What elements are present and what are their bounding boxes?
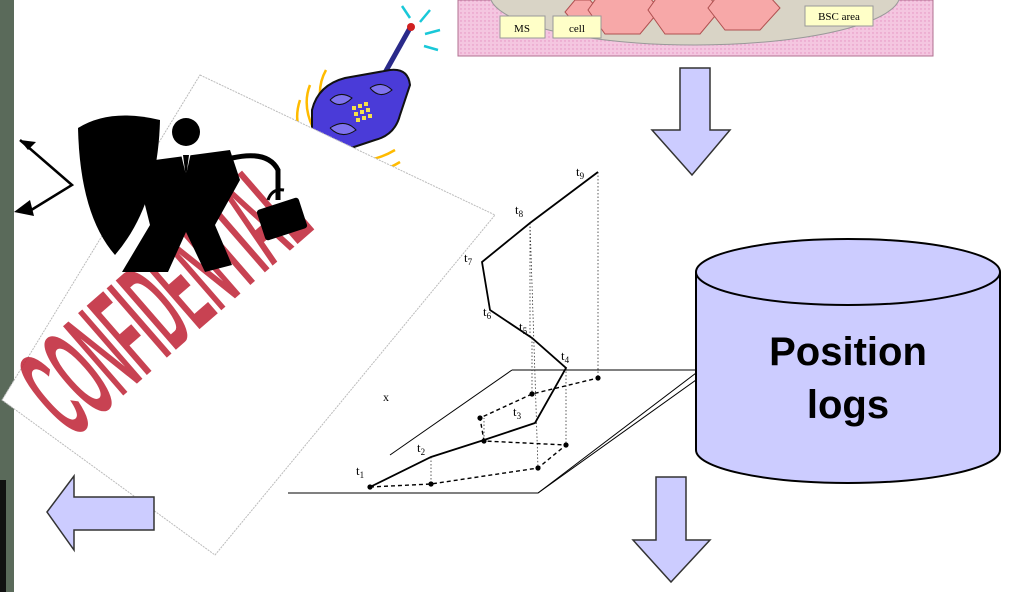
spacetime-path (369, 171, 599, 488)
cell-hexagons (564, 0, 781, 35)
cell-label-box: cell (552, 15, 602, 39)
projection-lines (430, 172, 599, 484)
arrow-glyphs (19, 139, 75, 214)
projected-path (369, 377, 599, 488)
down-arrow-icon (650, 67, 732, 177)
left-edge-strip (0, 0, 14, 592)
left-arrow-icon (46, 473, 155, 553)
ms-label: MS (514, 23, 530, 35)
plane-edge (537, 369, 701, 494)
businessman-icon (14, 115, 308, 272)
database-cylinder-icon: Position logs (695, 238, 1001, 484)
time-label-t9: t9 (576, 164, 585, 181)
shield-icon (78, 115, 160, 255)
bsc-area-label-box: BSC area (804, 5, 874, 27)
plane-edge-left (389, 369, 513, 456)
database-title-line2: logs (807, 383, 889, 427)
cell-label: cell (569, 23, 585, 35)
map-panel: MS cell BSC area (457, 0, 934, 57)
time-label-t1: t1 (356, 463, 364, 480)
ms-label-box: MS (499, 15, 546, 39)
database-title-line1: Position (769, 330, 927, 374)
axis-label-x: x (383, 390, 389, 404)
phone-icon (295, 5, 441, 178)
time-label-t5: t5 (519, 319, 528, 336)
time-label-t4: t4 (561, 348, 570, 365)
time-label-t8: t8 (515, 202, 524, 219)
projected-points (367, 375, 601, 490)
bottom-down-arrow-icon (631, 476, 712, 584)
briefcase-icon (256, 188, 308, 241)
trajectory-diagram: t1 t2 t3 t4 t5 t6 t7 t8 t9 x (288, 164, 712, 494)
time-label-t3: t3 (513, 404, 522, 421)
time-label-t6: t6 (483, 304, 492, 321)
bsc-area-label: BSC area (818, 11, 860, 23)
time-label-t2: t2 (417, 440, 425, 457)
time-label-t7: t7 (464, 250, 473, 267)
